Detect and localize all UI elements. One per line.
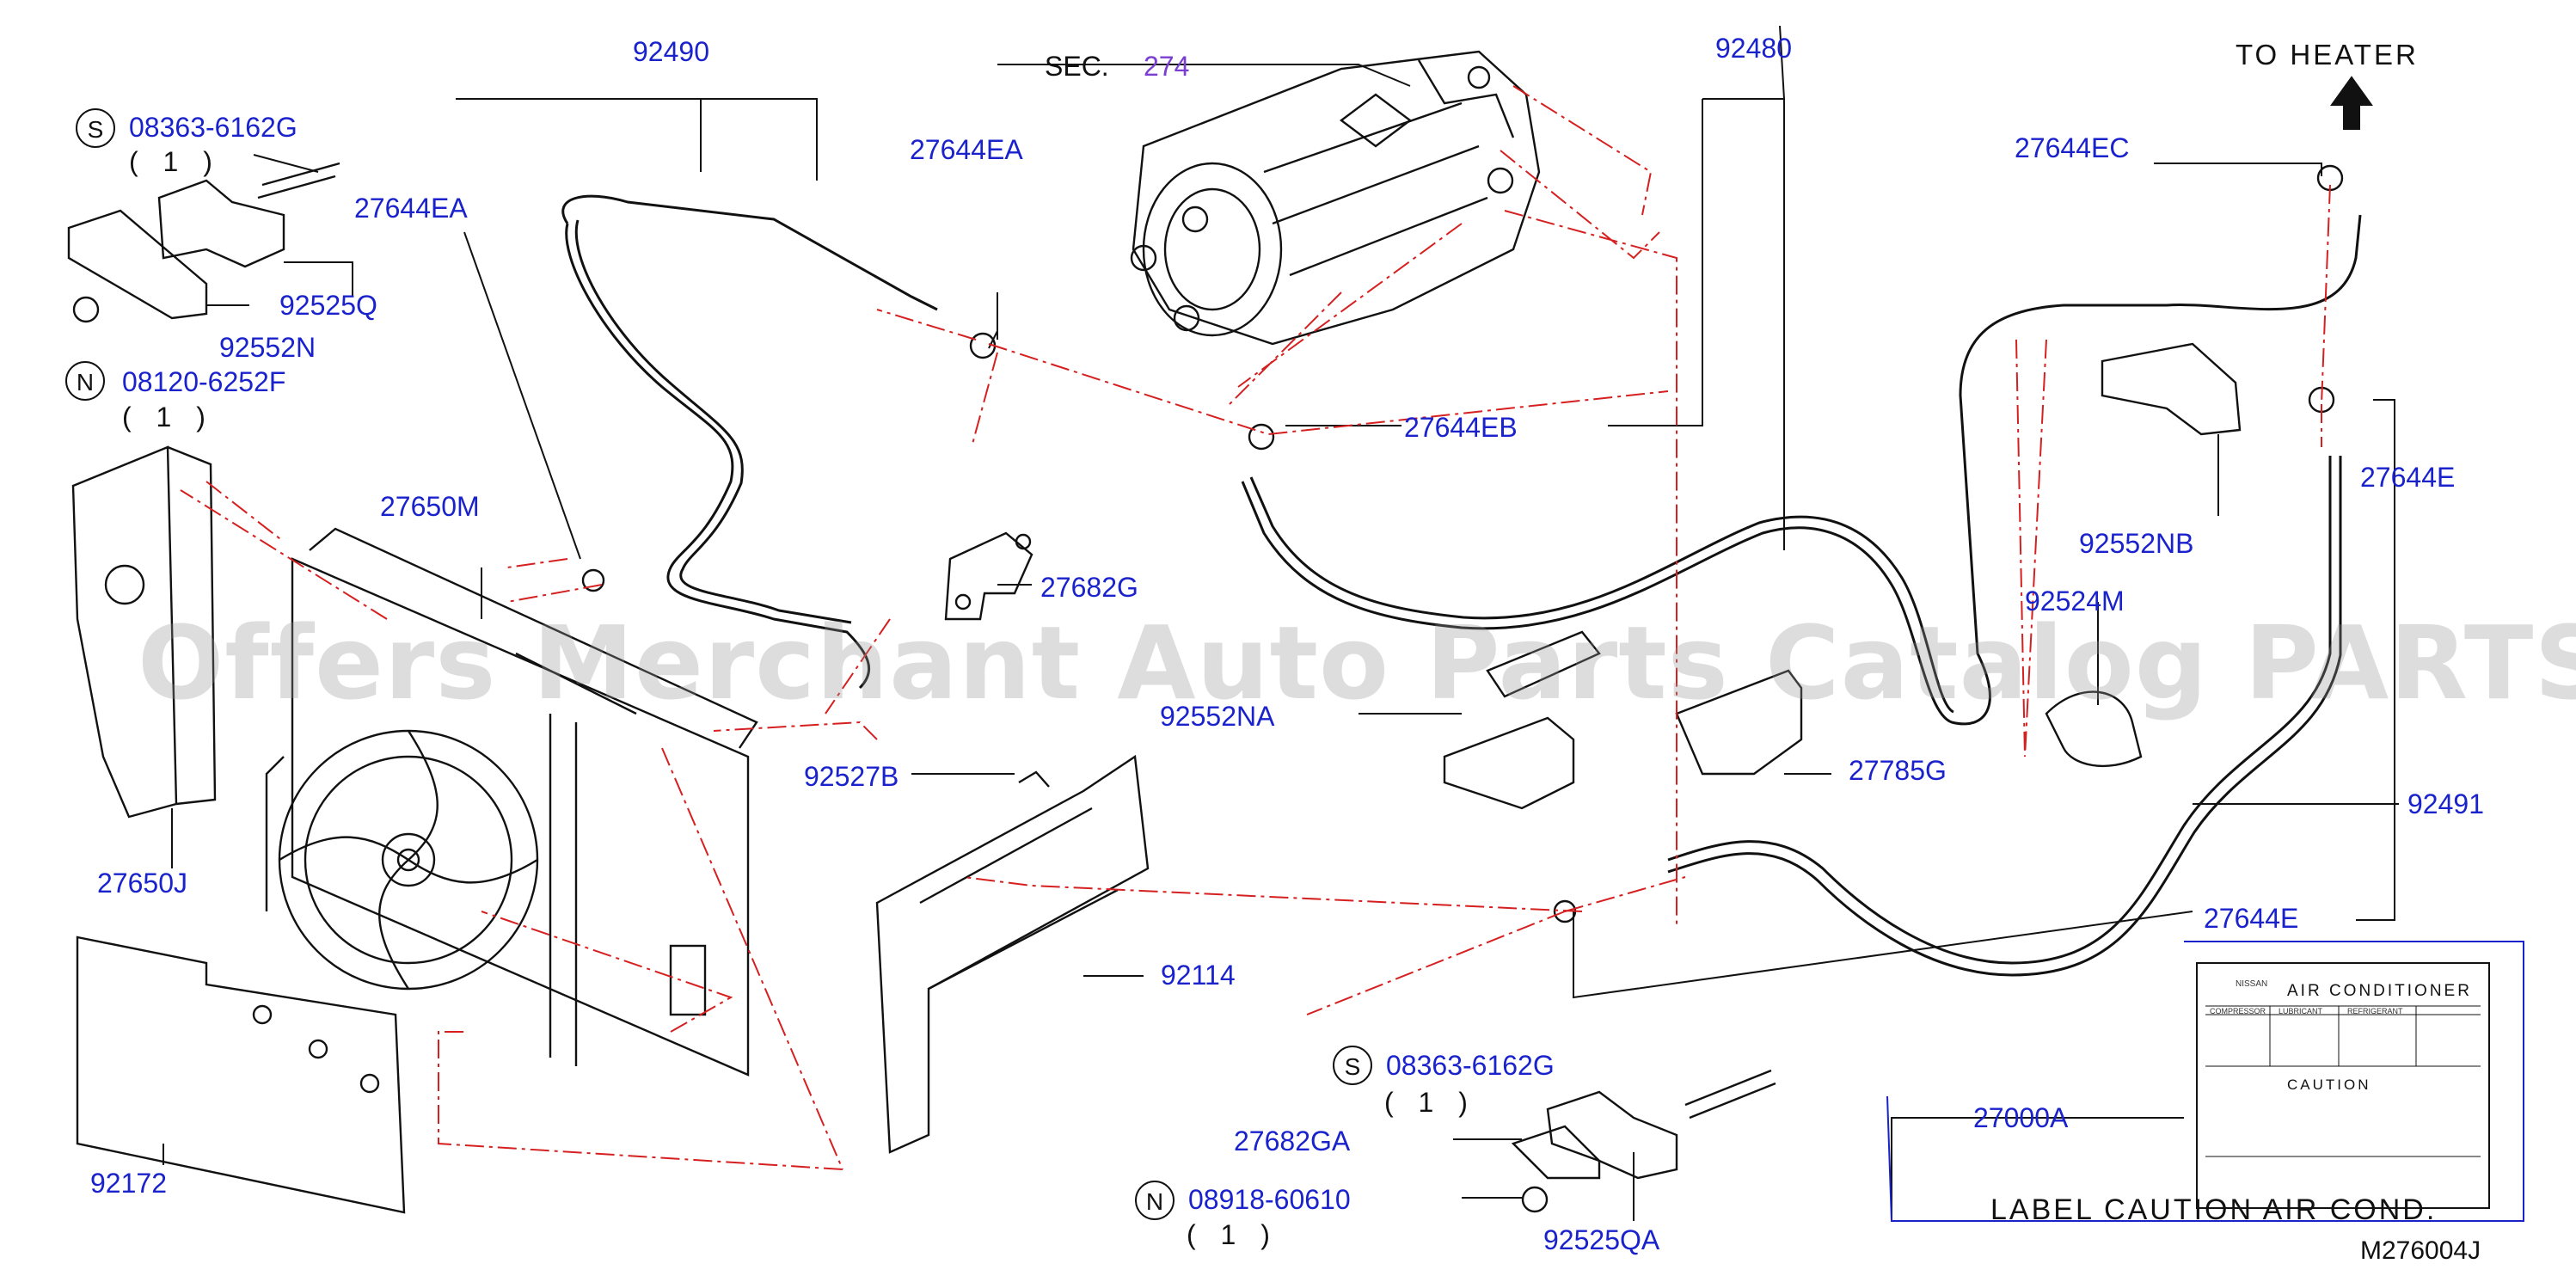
assembly-lines [876, 85, 1677, 929]
label-title: AIR CONDITIONER [2287, 982, 2472, 1000]
pipe-92490 [561, 194, 938, 690]
bolt-08363-left [257, 162, 340, 199]
label-col-lubricant: LUBRICANT [2279, 1007, 2323, 1015]
bracket-92552N [67, 209, 208, 320]
part-label-92552N[interactable]: 92552N [219, 332, 316, 363]
part-label-92525QA[interactable]: 92525QA [1543, 1224, 1660, 1255]
fastener-qty-upper-n: ( 1 ) [122, 402, 214, 432]
seal-92172 [76, 936, 406, 1214]
part-label-27682G[interactable]: 27682G [1040, 572, 1138, 603]
bracket-27682GA [1511, 1125, 1601, 1180]
fastener-part-08918-60610[interactable]: 08918-60610 [1188, 1184, 1351, 1215]
bracket-27785G [1675, 669, 1803, 776]
fastener-part-08363-6162G-lower[interactable]: 08363-6162G [1386, 1050, 1555, 1081]
label-brand: NISSAN [2236, 979, 2268, 989]
part-label-92480[interactable]: 92480 [1715, 33, 1792, 64]
section-ref-prefix: SEC. [1045, 51, 1109, 82]
fastener-mark-n-lower-icon: N [1135, 1181, 1175, 1220]
bolt-08363-lower [1684, 1069, 1776, 1120]
heater-arrow-icon [2330, 76, 2373, 130]
part-label-92527B[interactable]: 92527B [804, 761, 899, 792]
fastener-qty-lower-n: ( 1 ) [1187, 1219, 1279, 1250]
label-col-compressor: COMPRESSOR [2210, 1007, 2266, 1015]
to-heater-label: TO HEATER [2236, 39, 2419, 71]
diagram-code: M276004J [2360, 1236, 2481, 1265]
label-frame [1886, 941, 2524, 1222]
part-label-92490[interactable]: 92490 [633, 36, 709, 67]
part-label-27644EA-upper[interactable]: 27644EA [910, 134, 1023, 165]
part-label-92552NB[interactable]: 92552NB [2079, 528, 2194, 559]
part-label-27000A[interactable]: 27000A [1973, 1102, 2069, 1133]
clamp-92525Q [157, 179, 285, 268]
part-label-92525Q[interactable]: 92525Q [279, 290, 377, 321]
part-label-27644EB[interactable]: 27644EB [1404, 412, 1518, 443]
compressor-illustration [1130, 50, 1541, 346]
bracket-92552NB [2101, 342, 2242, 436]
part-label-27644EA-left[interactable]: 27644EA [354, 193, 468, 224]
fastener-qty-lower-s: ( 1 ) [1384, 1087, 1476, 1118]
part-label-27644E-lower[interactable]: 27644E [2204, 903, 2299, 934]
fastener-part-08363-6162G-upper[interactable]: 08363-6162G [129, 112, 297, 143]
clip-92524M [2045, 690, 2143, 768]
part-label-92524M[interactable]: 92524M [2025, 586, 2125, 617]
part-label-27650J[interactable]: 27650J [97, 868, 187, 899]
watermark: Offers Merchant Auto Parts Catalog PARTS… [138, 604, 2576, 722]
label-caution: CAUTION [2287, 1077, 2371, 1093]
part-label-27650M[interactable]: 27650M [380, 491, 480, 522]
fastener-mark-s-lower-icon: S [1333, 1046, 1372, 1085]
part-label-27644E-upper[interactable]: 27644E [2360, 462, 2456, 493]
fastener-qty-upper-s: ( 1 ) [129, 146, 221, 177]
part-label-92491[interactable]: 92491 [2407, 788, 2484, 819]
label-caption: LABEL CAUTION AIR COND. [1990, 1193, 2438, 1226]
part-label-27785G[interactable]: 27785G [1849, 755, 1947, 786]
condenser-fan-illustration [265, 527, 758, 1077]
part-label-92172[interactable]: 92172 [90, 1168, 167, 1199]
part-label-92114[interactable]: 92114 [1161, 960, 1236, 991]
pipe-92491 [1667, 456, 2332, 965]
fastener-part-08120-6252F[interactable]: 08120-6252F [122, 366, 286, 397]
part-label-27682GA[interactable]: 27682GA [1234, 1126, 1351, 1156]
label-col-refrigerant: REFRIGERANT [2347, 1007, 2403, 1015]
part-label-27644EC[interactable]: 27644EC [2015, 132, 2130, 163]
bracket-27682G [944, 531, 1033, 621]
airguide-92114 [875, 754, 1150, 1154]
clamp-92525QA [1546, 1090, 1678, 1180]
caution-label-plate [2196, 962, 2490, 1209]
fastener-mark-s-icon: S [76, 108, 115, 148]
pipe-92480 [1241, 214, 2362, 726]
section-ref-number[interactable]: 274 [1144, 51, 1190, 82]
fastener-mark-n-icon: N [65, 361, 105, 401]
part-label-92552NA[interactable]: 92552NA [1160, 701, 1275, 732]
bracket-92552NA [1443, 716, 1575, 810]
